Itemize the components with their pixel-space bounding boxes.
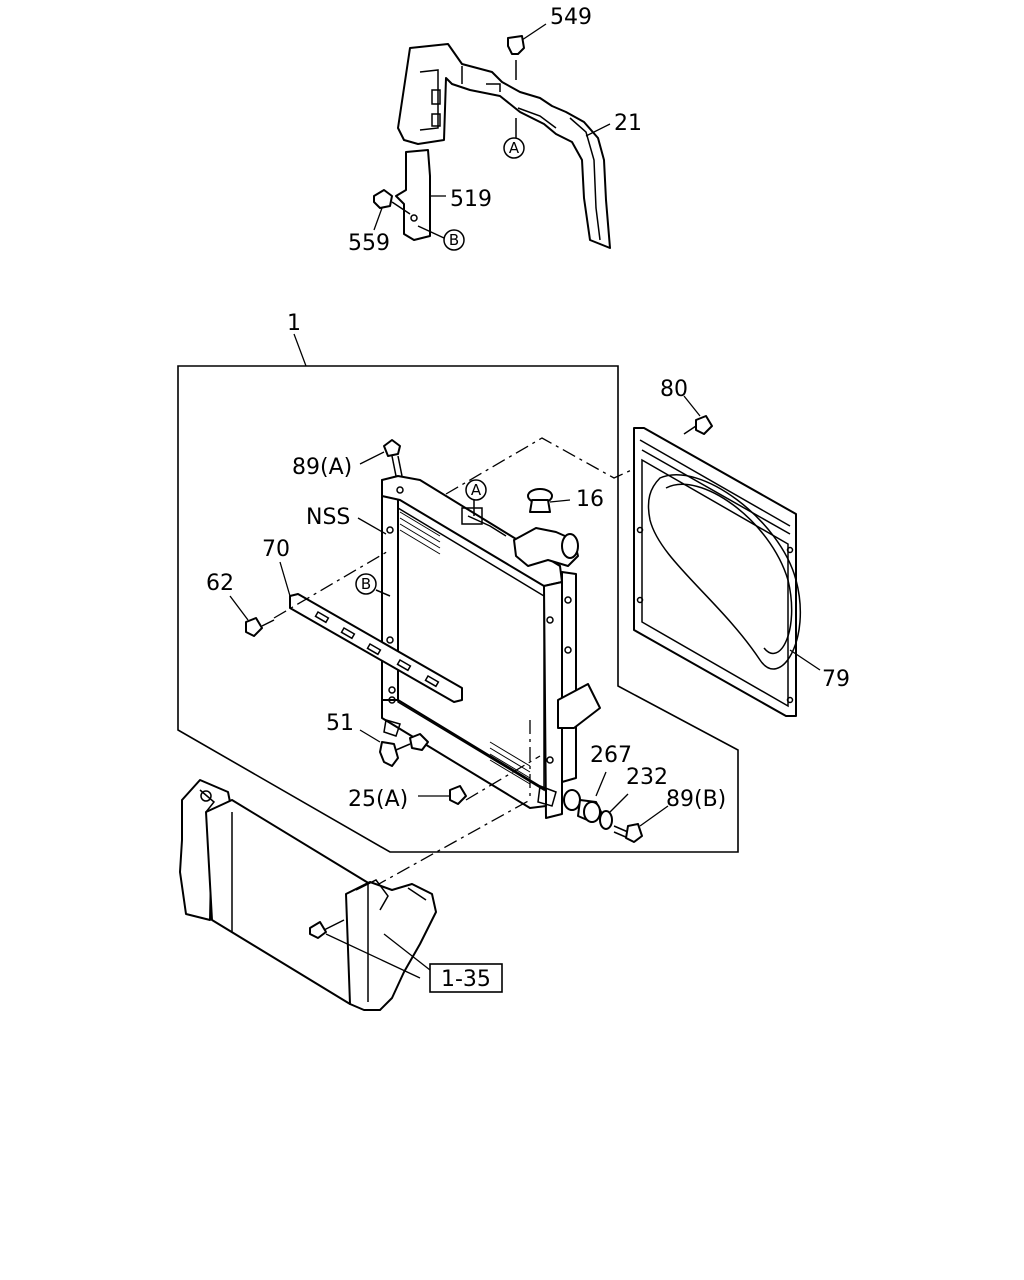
fan-shroud-part-79: 79 <box>633 427 850 717</box>
dashline-80 <box>445 437 637 495</box>
callout-267: 267 <box>590 743 632 768</box>
leader-1 <box>293 333 307 367</box>
callout-79: 79 <box>822 667 850 692</box>
callout-549: 549 <box>550 5 592 30</box>
bolt-part-89b: 89(B) <box>613 787 726 843</box>
callout-nss: NSS <box>306 505 350 530</box>
bushing-part-267: 267 <box>563 743 632 823</box>
ref-a-mid-label: A <box>471 481 482 499</box>
radiator-core <box>381 475 601 819</box>
callout-559: 559 <box>348 231 390 256</box>
side-bracket-part-70: 70 <box>262 537 463 703</box>
intercooler-part-1-35 <box>179 779 437 1011</box>
ref-a-top-label: A <box>509 139 520 157</box>
bolt-part-62: 62 <box>206 571 275 637</box>
callout-25a: 25(A) <box>348 787 408 812</box>
ref-b-mid-line <box>375 589 391 597</box>
ref-b-top-label: B <box>449 231 459 249</box>
callout-16: 16 <box>576 487 604 512</box>
callout-519: 519 <box>450 187 492 212</box>
callout-89b: 89(B) <box>666 787 726 812</box>
callout-89a: 89(A) <box>292 455 352 480</box>
callout-62: 62 <box>206 571 234 596</box>
callout-21: 21 <box>614 111 642 136</box>
callout-1-35-box <box>429 963 503 993</box>
bracket-part-519: 519 <box>395 149 492 241</box>
bolt-part-80: 80 <box>660 377 713 435</box>
ref-a-top-marker: A <box>503 137 525 159</box>
callout-51: 51 <box>326 711 354 736</box>
leader-nss <box>357 517 387 535</box>
nut-part-559: 559 <box>348 189 411 256</box>
ref-b-top-line <box>417 225 445 239</box>
clip-part-51: 51 <box>326 711 429 767</box>
cap-part-16: 16 <box>527 487 604 513</box>
callout-232: 232 <box>626 765 668 790</box>
ref-b-mid-label: B <box>361 575 371 593</box>
callout-1: 1 <box>287 311 301 336</box>
clip-part-549: 549 <box>507 5 592 80</box>
callout-80: 80 <box>660 377 688 402</box>
bolt-part-25a: 25(A) <box>348 785 467 812</box>
callout-70: 70 <box>262 537 290 562</box>
upper-shroud-part-21 <box>397 43 611 249</box>
ref-a-mid-marker: A <box>465 479 487 501</box>
ref-b-top-marker: B <box>443 229 465 251</box>
callout-1-35: 1-35 <box>441 967 491 992</box>
leader-21 <box>585 123 611 137</box>
bolt-part-89a: 89(A) <box>292 439 403 480</box>
assembly-outline-1 <box>177 365 739 853</box>
dashline-135 <box>349 799 531 901</box>
ref-b-mid-marker: B <box>355 573 377 595</box>
washer-part-232: 232 <box>599 765 668 830</box>
dashline-62 <box>273 549 391 619</box>
